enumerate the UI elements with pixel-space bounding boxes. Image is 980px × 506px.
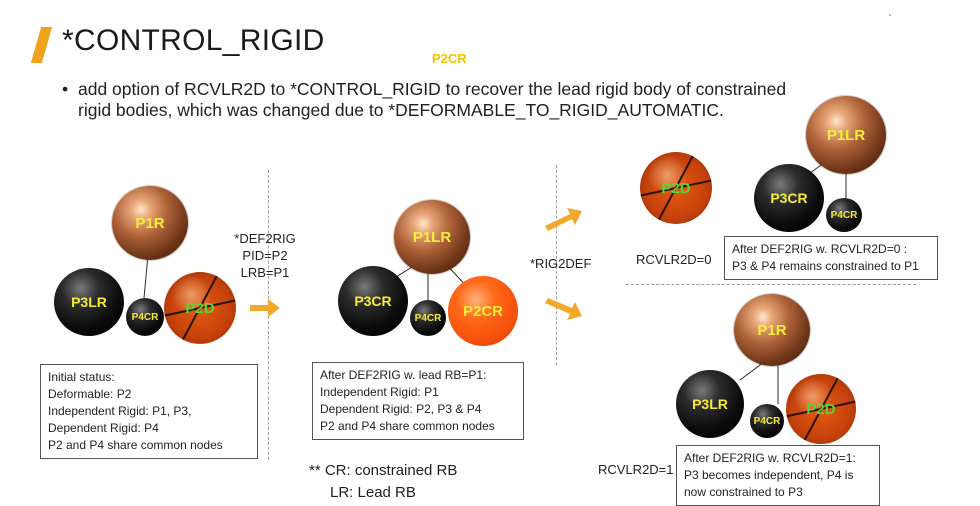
ball-label: P1LR (412, 228, 452, 246)
ball-p2-case0: P2D (640, 152, 712, 224)
case1-box: After DEF2RIG w. RCVLR2D=1: P3 becomes i… (676, 445, 880, 506)
bullet-mark: • (62, 79, 69, 99)
rig2def-step-label: *RIG2DEF (530, 256, 592, 271)
ball-label: P3CR (770, 190, 808, 206)
ball-label: P1R (757, 321, 787, 339)
box-line: P2 and P4 share common nodes (48, 438, 223, 452)
box-line: now constrained to P3 (684, 485, 803, 499)
step-line: *DEF2RIG (234, 231, 296, 246)
box-line: After DEF2RIG w. RCVLR2D=0 : (732, 242, 908, 256)
box-line: Independent Rigid: P1, P3, (48, 404, 192, 418)
initial-status-box: Initial status: Deformable: P2 Independe… (40, 364, 258, 459)
after-def2rig-box: After DEF2RIG w. lead RB=P1: Independent… (312, 362, 524, 440)
ball-p4-after: P4CR (410, 300, 446, 336)
ball-p3-initial: P3LR (54, 268, 124, 336)
box-line: P2 and P4 share common nodes (320, 419, 495, 433)
box-line: Deformable: P2 (48, 387, 132, 401)
ball-p1-case0: P1LR (806, 96, 886, 174)
ball-p4-case1: P4CR (750, 404, 784, 438)
box-line: P3 & P4 remains constrained to P1 (732, 259, 919, 273)
step-line: LRB=P1 (240, 265, 290, 280)
box-line: P3 becomes independent, P4 is (684, 468, 854, 482)
box-line: Initial status: (48, 370, 115, 384)
divider-horizontal (626, 284, 916, 285)
box-line: Independent Rigid: P1 (320, 385, 439, 399)
box-line: Dependent Rigid: P2, P3 & P4 (320, 402, 482, 416)
case0-box: After DEF2RIG w. RCVLR2D=0 : P3 & P4 rem… (724, 236, 938, 280)
ball-p3-case1: P3LR (676, 370, 744, 438)
ball-label: P2CR (462, 302, 503, 320)
ball-label: P3LR (692, 396, 728, 412)
ball-label: P4CR (830, 209, 858, 221)
floating-p2cr-label: P2CR (432, 51, 467, 66)
ball-p3-case0: P3CR (754, 164, 824, 232)
legend: ** CR: constrained RB LR: Lead RB (309, 460, 457, 504)
decorative-dot (889, 14, 891, 16)
arrow-def2rig (250, 299, 280, 317)
ball-label: P3CR (354, 293, 392, 309)
bullet-point: • add option of RCVLR2D to *CONTROL_RIGI… (62, 79, 823, 121)
ball-label: P2D (806, 400, 836, 418)
ball-label: P4CR (753, 415, 781, 427)
ball-label: P1LR (826, 126, 866, 144)
ball-label: P3LR (71, 294, 107, 310)
ball-p1-initial: P1R (112, 186, 188, 260)
ball-label: P1R (135, 214, 165, 232)
slide-title: *CONTROL_RIGID (62, 24, 325, 57)
ball-p2-case1: P2D (786, 374, 856, 444)
ball-p1-case1: P1R (734, 294, 810, 366)
divider-middle (556, 165, 557, 365)
rcvlr2d-1-label: RCVLR2D=1 (598, 462, 674, 477)
step-line: PID=P2 (242, 248, 288, 263)
ball-label: P2D (185, 299, 215, 317)
box-line: After DEF2RIG w. RCVLR2D=1: (684, 451, 856, 465)
ball-p3-after: P3CR (338, 266, 408, 336)
rcvlr2d-0-label: RCVLR2D=0 (636, 252, 712, 267)
ball-p4-case0: P4CR (826, 198, 862, 232)
ball-p1-after: P1LR (394, 200, 470, 274)
box-line: After DEF2RIG w. lead RB=P1: (320, 368, 487, 382)
bullet-text: add option of RCVLR2D to *CONTROL_RIGID … (78, 79, 787, 120)
ball-p2-initial: P2D (164, 272, 236, 344)
ball-label: P4CR (131, 311, 159, 323)
ball-p4-initial: P4CR (126, 298, 164, 336)
arrow-down-case1 (545, 298, 582, 320)
ball-label: P4CR (414, 312, 442, 324)
legend-line: ** CR: constrained RB (309, 462, 458, 479)
box-line: Dependent Rigid: P4 (48, 421, 159, 435)
legend-line: LR: Lead RB (330, 484, 416, 501)
def2rig-step-label: *DEF2RIG PID=P2 LRB=P1 (230, 230, 300, 281)
arrow-up-case0 (545, 208, 582, 231)
ball-label: P2D (661, 179, 691, 197)
ball-p2-after: P2CR (448, 276, 518, 346)
